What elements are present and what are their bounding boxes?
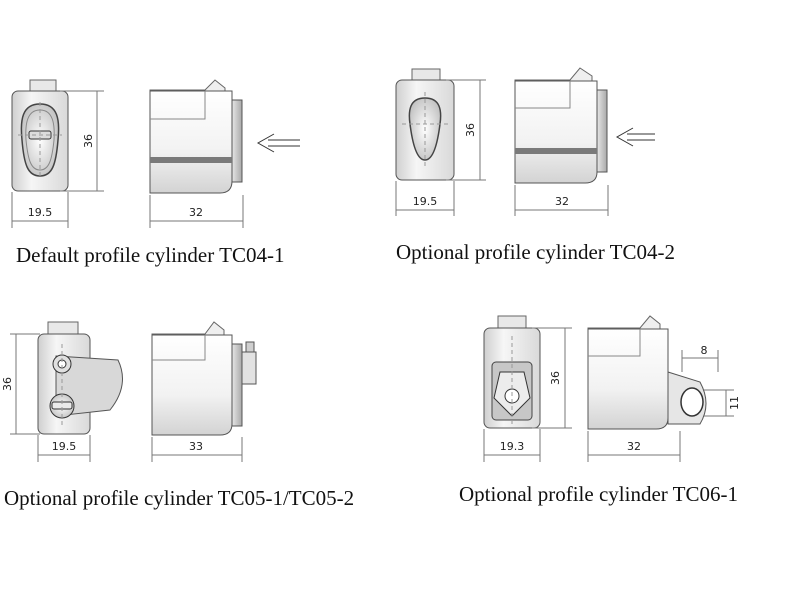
length-label: 32: [627, 440, 641, 453]
panel-tc05: 19.5 36 33: [1, 321, 257, 462]
width-label: 19.5: [52, 440, 77, 453]
length-label: 32: [189, 206, 203, 219]
height-label: 36: [549, 371, 562, 385]
height-label: 36: [82, 134, 95, 148]
front-dims-tc06-1: [483, 327, 572, 462]
side-dims-tc04-2: [514, 185, 609, 216]
panel-tc06-1: 19.3 36 32 8 11: [483, 315, 741, 462]
side-view-tc04-1: [149, 79, 243, 194]
caption-tc06-1: Optional profile cylinder TC06-1: [459, 482, 738, 506]
arrow-tc04-2: [615, 127, 655, 147]
front-view-tc04-1: [11, 79, 69, 192]
ring-diameter-label: 11: [728, 396, 741, 410]
front-view-tc04-2: [395, 68, 455, 181]
side-view-tc06-1: [587, 315, 707, 430]
panel-tc04-2: 19.5 36 32: [395, 67, 655, 216]
side-view-tc04-2: [514, 67, 608, 184]
front-dims-tc04-2: [395, 79, 486, 216]
length-label: 32: [555, 195, 569, 208]
width-label: 19.5: [413, 195, 438, 208]
width-label: 19.5: [28, 206, 53, 219]
front-dims-tc04-1: [11, 90, 104, 228]
front-dims-tc05: [10, 333, 91, 462]
side-dims-tc06-1: [587, 350, 734, 462]
front-view-tc06-1: [483, 315, 541, 429]
panel-tc04-1: 19.5 36 32: [11, 79, 300, 228]
caption-tc04-1: Default profile cylinder TC04-1: [16, 243, 285, 267]
side-view-tc05: [151, 321, 257, 436]
caption-tc05: Optional profile cylinder TC05-1/TC05-2: [4, 486, 355, 510]
arrow-tc04-1: [256, 133, 300, 153]
height-label: 36: [1, 377, 14, 391]
front-view-tc05: [37, 321, 123, 435]
width-label: 19.3: [500, 440, 525, 453]
height-label: 36: [464, 123, 477, 137]
length-label: 33: [189, 440, 203, 453]
side-dims-tc04-1: [149, 195, 244, 228]
caption-tc04-2: Optional profile cylinder TC04-2: [396, 240, 675, 264]
ring-offset-label: 8: [701, 344, 708, 357]
side-dims-tc05: [151, 437, 243, 462]
